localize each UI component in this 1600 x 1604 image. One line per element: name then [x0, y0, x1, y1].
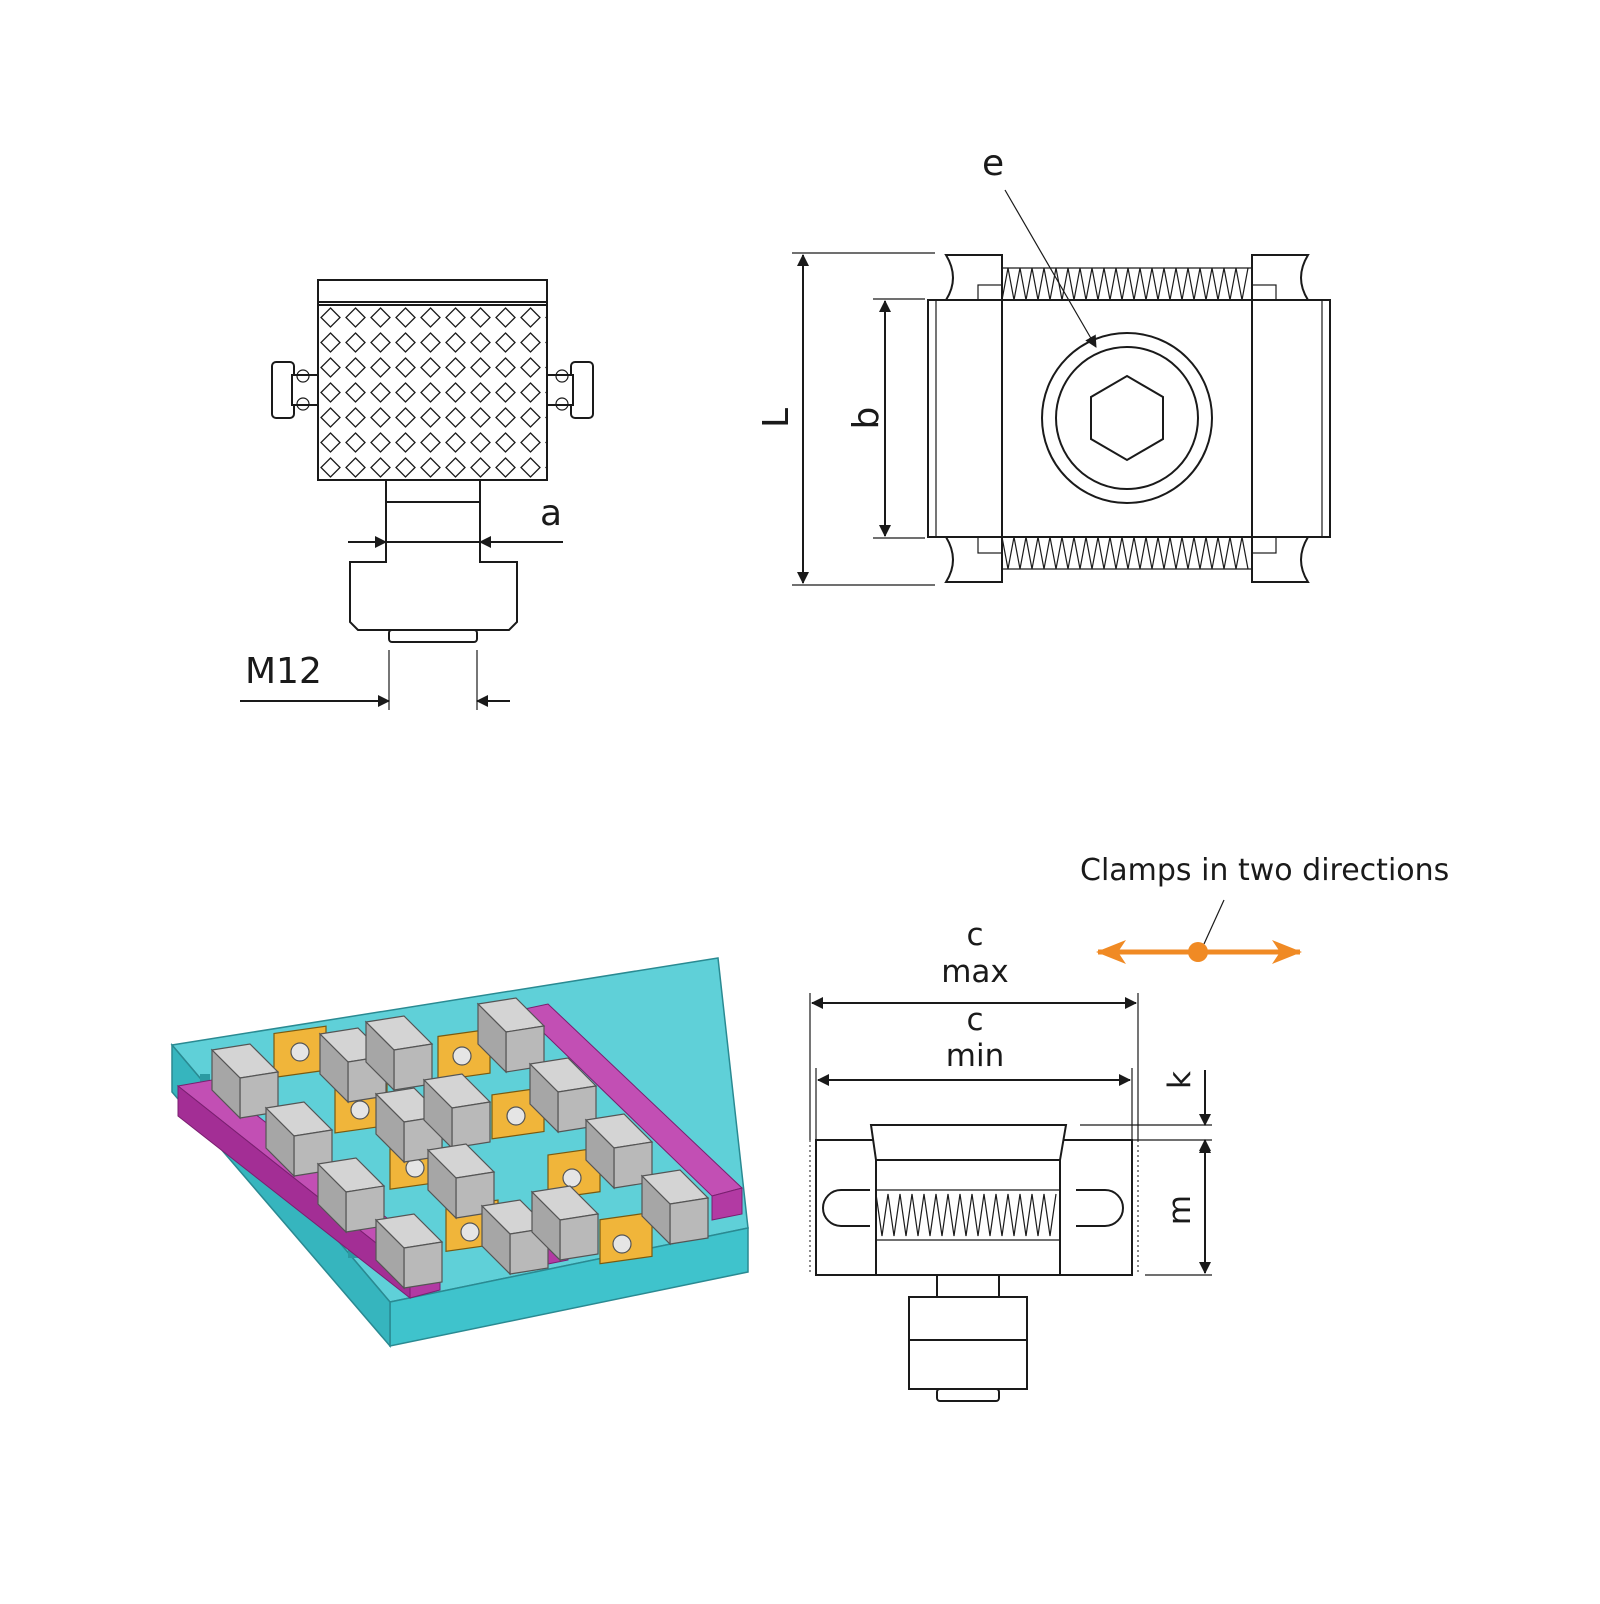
label-c-min-bottom: min	[946, 1038, 1004, 1074]
jaw-blocks	[210, 997, 710, 1290]
label-c-max-bottom: max	[941, 954, 1009, 990]
front-view-clamp: c max c min k m	[809, 917, 1212, 1402]
side-view-knurled-clamp: a M12	[240, 279, 594, 710]
dimension-e: e	[982, 143, 1097, 348]
caption-clamps-two-directions: Clamps in two directions	[1080, 853, 1449, 888]
label-c-min-top: c	[966, 1002, 983, 1038]
dimension-c-max: c max	[809, 917, 1139, 1140]
label-l: L	[756, 408, 797, 428]
dimension-a: a	[348, 493, 563, 548]
pin-left	[271, 361, 319, 419]
label-c-max-top: c	[966, 917, 983, 953]
top-view-clamp: e L b	[756, 143, 1331, 586]
rail-right	[518, 1003, 743, 1221]
dimension-m: m	[1145, 1141, 1212, 1276]
dimension-b: b	[846, 298, 925, 539]
dimension-l: L	[756, 252, 935, 586]
arrow-center-dot	[1188, 942, 1208, 962]
dimension-c-min: c min	[815, 1002, 1133, 1140]
isometric-assembly	[170, 957, 749, 1349]
label-m12: M12	[245, 651, 322, 692]
label-e: e	[982, 143, 1004, 184]
label-m: m	[1162, 1195, 1198, 1225]
label-a: a	[540, 493, 562, 534]
label-b: b	[846, 407, 887, 430]
pin-right	[546, 361, 594, 419]
clamp-direction-callout: Clamps in two directions	[1080, 853, 1449, 964]
dimension-m12: M12	[240, 650, 510, 710]
label-k: k	[1162, 1071, 1198, 1089]
